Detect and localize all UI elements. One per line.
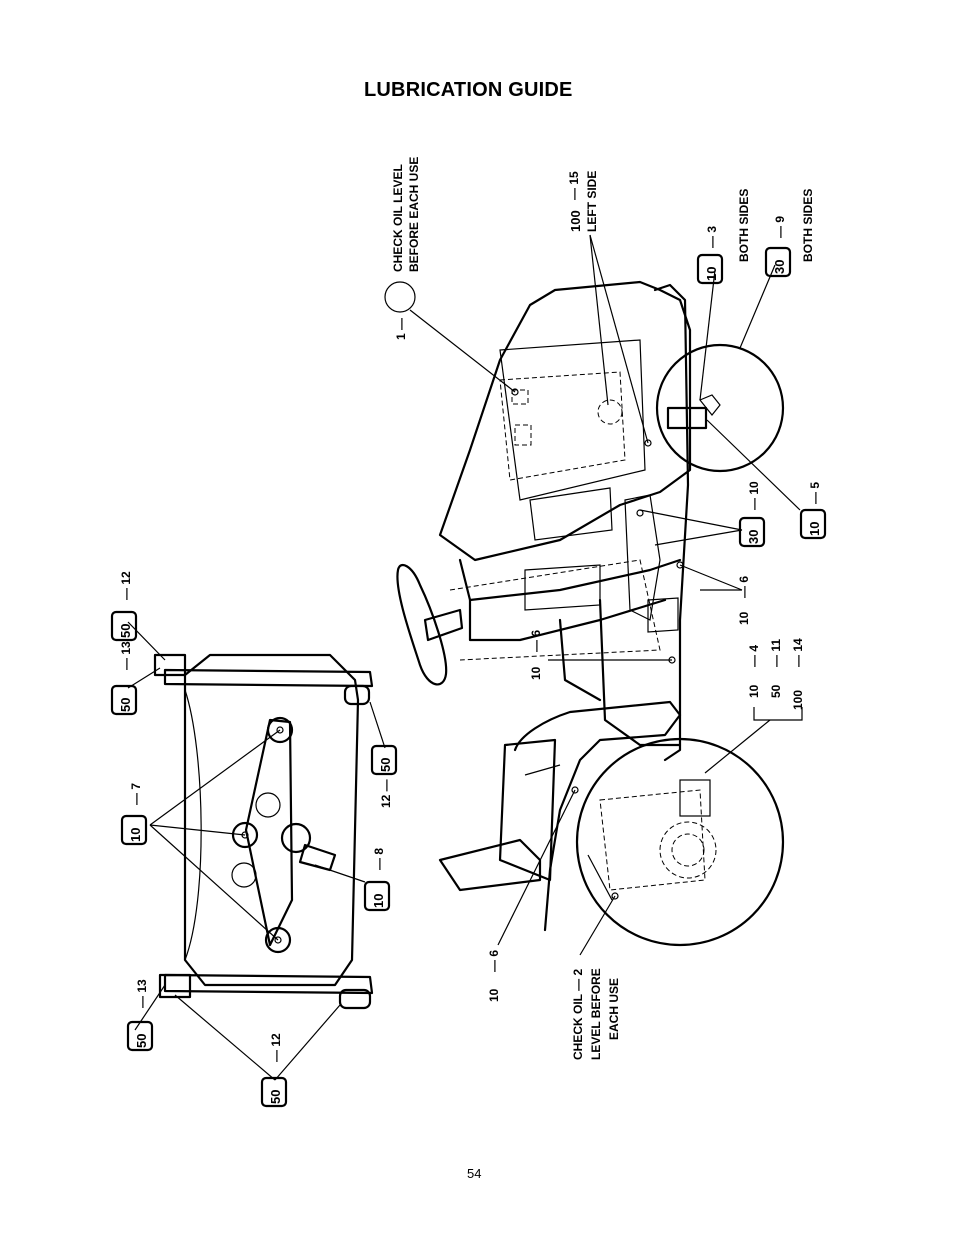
callout-deck-12-top-label: — 12 — [119, 571, 133, 600]
callout-3-label: — 3 — [705, 226, 719, 248]
callout-6-left-label: — 6 — [487, 950, 501, 972]
callout-deck-7: 10 — 7 — [120, 783, 148, 846]
callout-11-badge: 50 — [769, 684, 783, 698]
callout-6-left-badge: 10 — [487, 988, 501, 1002]
callout-10-label: — 10 — [747, 481, 761, 510]
callout-5: 10 — 5 — [799, 482, 827, 540]
callout-5-label: — 5 — [808, 482, 822, 504]
callout-deck-12-top-badge: 50 — [118, 624, 133, 638]
callout-6-right-label: — 6 — [737, 576, 751, 598]
callout-9-note: BOTH SIDES — [801, 189, 815, 262]
callout-1: 1 — CHECK OIL LEVEL BEFORE EACH USE — [384, 157, 421, 340]
callout-6-right: 10 — 6 — [737, 576, 751, 625]
callout-6-mid: 10 — 6 — [529, 630, 543, 680]
callout-14-label: — 14 — [791, 638, 805, 667]
callout-15-note: LEFT SIDE — [585, 171, 599, 232]
callout-6-mid-badge: 10 — [529, 666, 543, 680]
callout-2-line1: CHECK OIL — 2 — [571, 969, 585, 1060]
callout-4-label: — 4 — [747, 645, 761, 667]
callout-15-badge: 100 — [568, 210, 583, 232]
callout-deck-8-badge: 10 — [371, 894, 386, 908]
callout-10-badge: 30 — [746, 530, 761, 544]
callout-deck-8-label: — 8 — [372, 848, 386, 870]
callout-9: 30 — 9 BOTH SIDES — [764, 189, 815, 278]
callout-deck-13-bottom: 50 — 13 — [126, 979, 154, 1052]
callout-15-label: — 15 — [567, 171, 581, 200]
page-title: LUBRICATION GUIDE — [364, 79, 573, 101]
callout-11-label: — 11 — [769, 639, 783, 667]
callout-4-badge: 10 — [747, 684, 761, 698]
callout-deck-13-bottom-badge: 50 — [134, 1034, 149, 1048]
callout-deck-13-top: 50 — 13 — [110, 641, 138, 716]
callout-1-label: 1 — — [394, 318, 408, 340]
callout-3: 10 — 3 BOTH SIDES — [696, 189, 751, 285]
callout-6-right-badge: 10 — [737, 611, 751, 625]
callout-deck-13-top-badge: 50 — [118, 698, 133, 712]
callout-deck-8: 10 — 8 — [363, 848, 391, 912]
callout-deck-12-mid: 50 12 — — [370, 744, 398, 808]
callout-6-left: 10 — 6 — [487, 950, 501, 1002]
mower-deck-illustration — [153, 653, 374, 1010]
callout-2-line2: LEVEL BEFORE — [589, 968, 603, 1060]
callout-15: 100 — 15 LEFT SIDE — [567, 171, 599, 232]
callout-deck-7-badge: 10 — [128, 828, 143, 842]
callout-6-mid-label: — 6 — [529, 630, 543, 652]
callout-9-label: — 9 — [773, 216, 787, 238]
callout-deck-12-top: 50 — 12 — [110, 571, 138, 642]
callout-deck-12-bottom-badge: 50 — [268, 1090, 283, 1104]
callout-5-badge: 10 — [807, 522, 822, 536]
callout-1-note-line1: CHECK OIL LEVEL — [391, 164, 405, 272]
callout-deck-12-mid-badge: 50 — [378, 758, 393, 772]
leader-lines — [127, 234, 803, 1081]
callout-deck-13-top-label: — 13 — [119, 641, 133, 670]
tractor-illustration — [396, 280, 785, 947]
page-number: 54 — [467, 1166, 482, 1181]
callout-4-11-14: 10 — 4 50 — 11 100 — 14 — [747, 638, 805, 710]
callout-9-badge: 30 — [772, 260, 787, 274]
callout-3-note: BOTH SIDES — [737, 189, 751, 262]
callout-2-line3: EACH USE — [607, 978, 621, 1040]
callout-2: CHECK OIL — 2 LEVEL BEFORE EACH USE — [571, 968, 621, 1060]
callout-14-badge: 100 — [791, 690, 805, 710]
callout-1-note-line2: BEFORE EACH USE — [407, 157, 421, 272]
callout-deck-12-mid-label: 12 — — [379, 779, 393, 808]
callout-deck-12-bottom: 50 — 12 — [260, 1033, 288, 1108]
callout-deck-7-label: — 7 — [129, 783, 143, 805]
callout-3-badge: 10 — [704, 267, 719, 281]
callout-10: 30 — 10 — [738, 481, 766, 548]
callout-deck-13-bottom-label: — 13 — [135, 979, 149, 1008]
callout-deck-12-bottom-label: — 12 — [269, 1033, 283, 1062]
